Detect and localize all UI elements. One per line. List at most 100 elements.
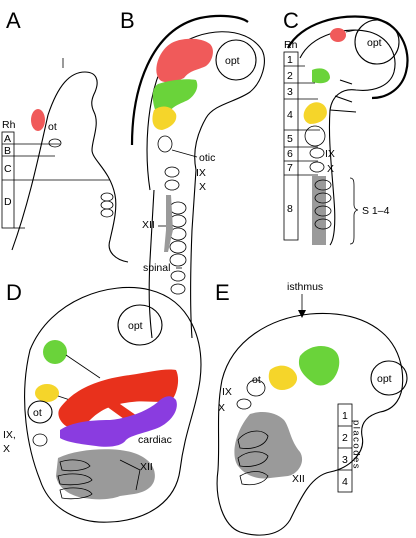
panel-b-letter: B	[120, 8, 135, 33]
panel-e-xii-label: XII	[292, 473, 305, 485]
panel-c-ganglion-ix	[309, 147, 325, 159]
panel-b-ganglion-x	[164, 179, 180, 191]
panel-d-xii-line	[119, 459, 141, 491]
panel-d-gray-region	[56, 449, 155, 500]
panel-d-digit-2	[57, 473, 93, 486]
panel-c-body-right	[328, 109, 336, 246]
panel-e-letter: E	[215, 280, 230, 305]
panel-c-red-region	[330, 28, 346, 42]
panel-d-optic-vesicle	[117, 304, 163, 346]
panel-c-row-7: 7	[287, 162, 293, 174]
panel-c-rh-box	[283, 51, 299, 241]
panel-e-opt-label: opt	[377, 373, 392, 385]
panel-d-yellow-region	[35, 384, 59, 402]
panel-d-letter: D	[6, 280, 22, 305]
panel-b-yellow-region	[152, 106, 177, 130]
panel-c-somite-3	[314, 205, 332, 217]
panel-e-placodes-label: placodes	[351, 420, 362, 470]
panel-d-digit-1	[59, 459, 91, 472]
panel-e-optic-vesicle	[370, 360, 408, 396]
panel-c-optic-vesicle	[354, 19, 400, 65]
panel-b-opt-label: opt	[225, 55, 240, 67]
panel-c-gray-column	[312, 176, 326, 245]
panel-c-somite-4	[314, 218, 332, 230]
panel-d-digit-3	[59, 487, 93, 500]
panel-b-ix-label: IX	[196, 167, 206, 179]
panel-b-otic-vesicle	[157, 135, 173, 153]
panel-e-ix-label: IX	[222, 386, 232, 398]
panel-b-optic-vesicle	[215, 39, 257, 81]
panel-a-rh-label: Rh	[2, 119, 16, 131]
panel-d-otic-vesicle	[27, 400, 53, 424]
panel-c-row-6: 6	[287, 148, 293, 160]
panel-b-head-outline	[146, 31, 265, 191]
panel-b-red-region	[156, 38, 213, 83]
panel-b-somite-4	[169, 240, 187, 254]
panel-d-purple-region	[60, 396, 177, 447]
panel-a-red-region	[31, 109, 45, 131]
panel-a-row-a: A	[4, 133, 11, 145]
panel-b-body-right	[189, 169, 197, 339]
panel-c-thick-arc	[287, 15, 409, 100]
panel-c-letter: C	[283, 8, 299, 33]
panel-c-arrow-3	[329, 109, 357, 113]
panel-c-row-4: 4	[287, 109, 293, 121]
panel-c-rh-label: Rh	[284, 39, 298, 51]
panel-e-ganglion	[236, 398, 252, 410]
panel-c-otic-vesicle	[304, 125, 326, 147]
panel-e-ot-label: ot	[252, 374, 261, 386]
panel-a-row-b: B	[4, 145, 11, 157]
panel-a-somite-2	[100, 200, 114, 210]
panel-e-placode-4: 4	[342, 476, 348, 488]
panel-e-placode-3: 3	[342, 454, 348, 466]
panel-d-xii-label: XII	[140, 461, 153, 473]
panel-c-somite-2	[314, 192, 332, 204]
panel-c-arrow-2	[334, 95, 353, 103]
panel-c-red-arrow	[345, 29, 357, 33]
panel-c-ix-label: IX	[325, 148, 335, 160]
panel-b-body-left	[148, 189, 155, 339]
panel-d-ot-label: ot	[33, 407, 42, 419]
panel-b-xii-label: XII	[142, 219, 155, 231]
panel-b-spinal-1	[170, 270, 186, 282]
panel-c-arrow-1	[339, 79, 353, 85]
panel-c-row-1: 1	[287, 54, 293, 66]
panel-c-green-region	[312, 68, 330, 84]
panel-a-row-d: D	[4, 196, 12, 208]
panel-b-spinal-label: spinal	[143, 262, 170, 274]
panel-a-ot-label: ot	[48, 121, 57, 133]
panel-e-isthmus-arrowhead	[298, 310, 306, 318]
panel-e-embryo-outline	[216, 312, 404, 536]
panel-e-yellow-region	[268, 365, 298, 390]
panel-b: B opt otic IX X XII spinal	[120, 8, 265, 339]
panel-d: D opt cardiac ot IX, X XII	[3, 280, 202, 523]
panel-e-x-label: X	[218, 402, 225, 414]
panel-a-somite-1	[100, 192, 114, 202]
panel-c-row-3: 3	[287, 86, 293, 98]
panel-e-placode-2: 2	[342, 432, 348, 444]
panel-a-row-c: C	[4, 163, 12, 175]
panel-e-arch-1	[237, 430, 269, 449]
panel-e: E isthmus opt ot IX X XII 1 2 3 4 placod…	[215, 280, 408, 536]
panel-e-placode-1: 1	[342, 410, 348, 422]
panel-a-embryo-outline	[11, 71, 129, 263]
panel-b-ganglion-ix	[164, 166, 180, 178]
panel-a: A ot Rh A B C D	[1, 8, 129, 263]
panel-b-otic-label: otic	[199, 152, 215, 164]
panel-a-otic-vesicle	[48, 138, 62, 148]
panel-c-row-8: 8	[287, 203, 293, 215]
panel-d-ixx2-label: X	[3, 443, 10, 455]
panel-c-opt-label: opt	[367, 37, 382, 49]
panel-c-somite-1	[314, 179, 332, 191]
panel-c-ganglion-x	[309, 161, 325, 173]
panel-a-somite-3	[100, 208, 114, 218]
panel-e-gray-region	[234, 412, 303, 479]
panel-e-arch-3	[239, 471, 269, 486]
panel-b-x-label: X	[199, 181, 206, 193]
panel-c: C opt Rh 1 2 3 4 5 6 7 8 IX X	[283, 8, 409, 246]
panel-c-row-2: 2	[287, 70, 293, 82]
panel-c-s-label: S 1–4	[362, 205, 390, 217]
panel-d-opt-label: opt	[128, 320, 143, 332]
panel-c-x-label: X	[327, 163, 334, 175]
